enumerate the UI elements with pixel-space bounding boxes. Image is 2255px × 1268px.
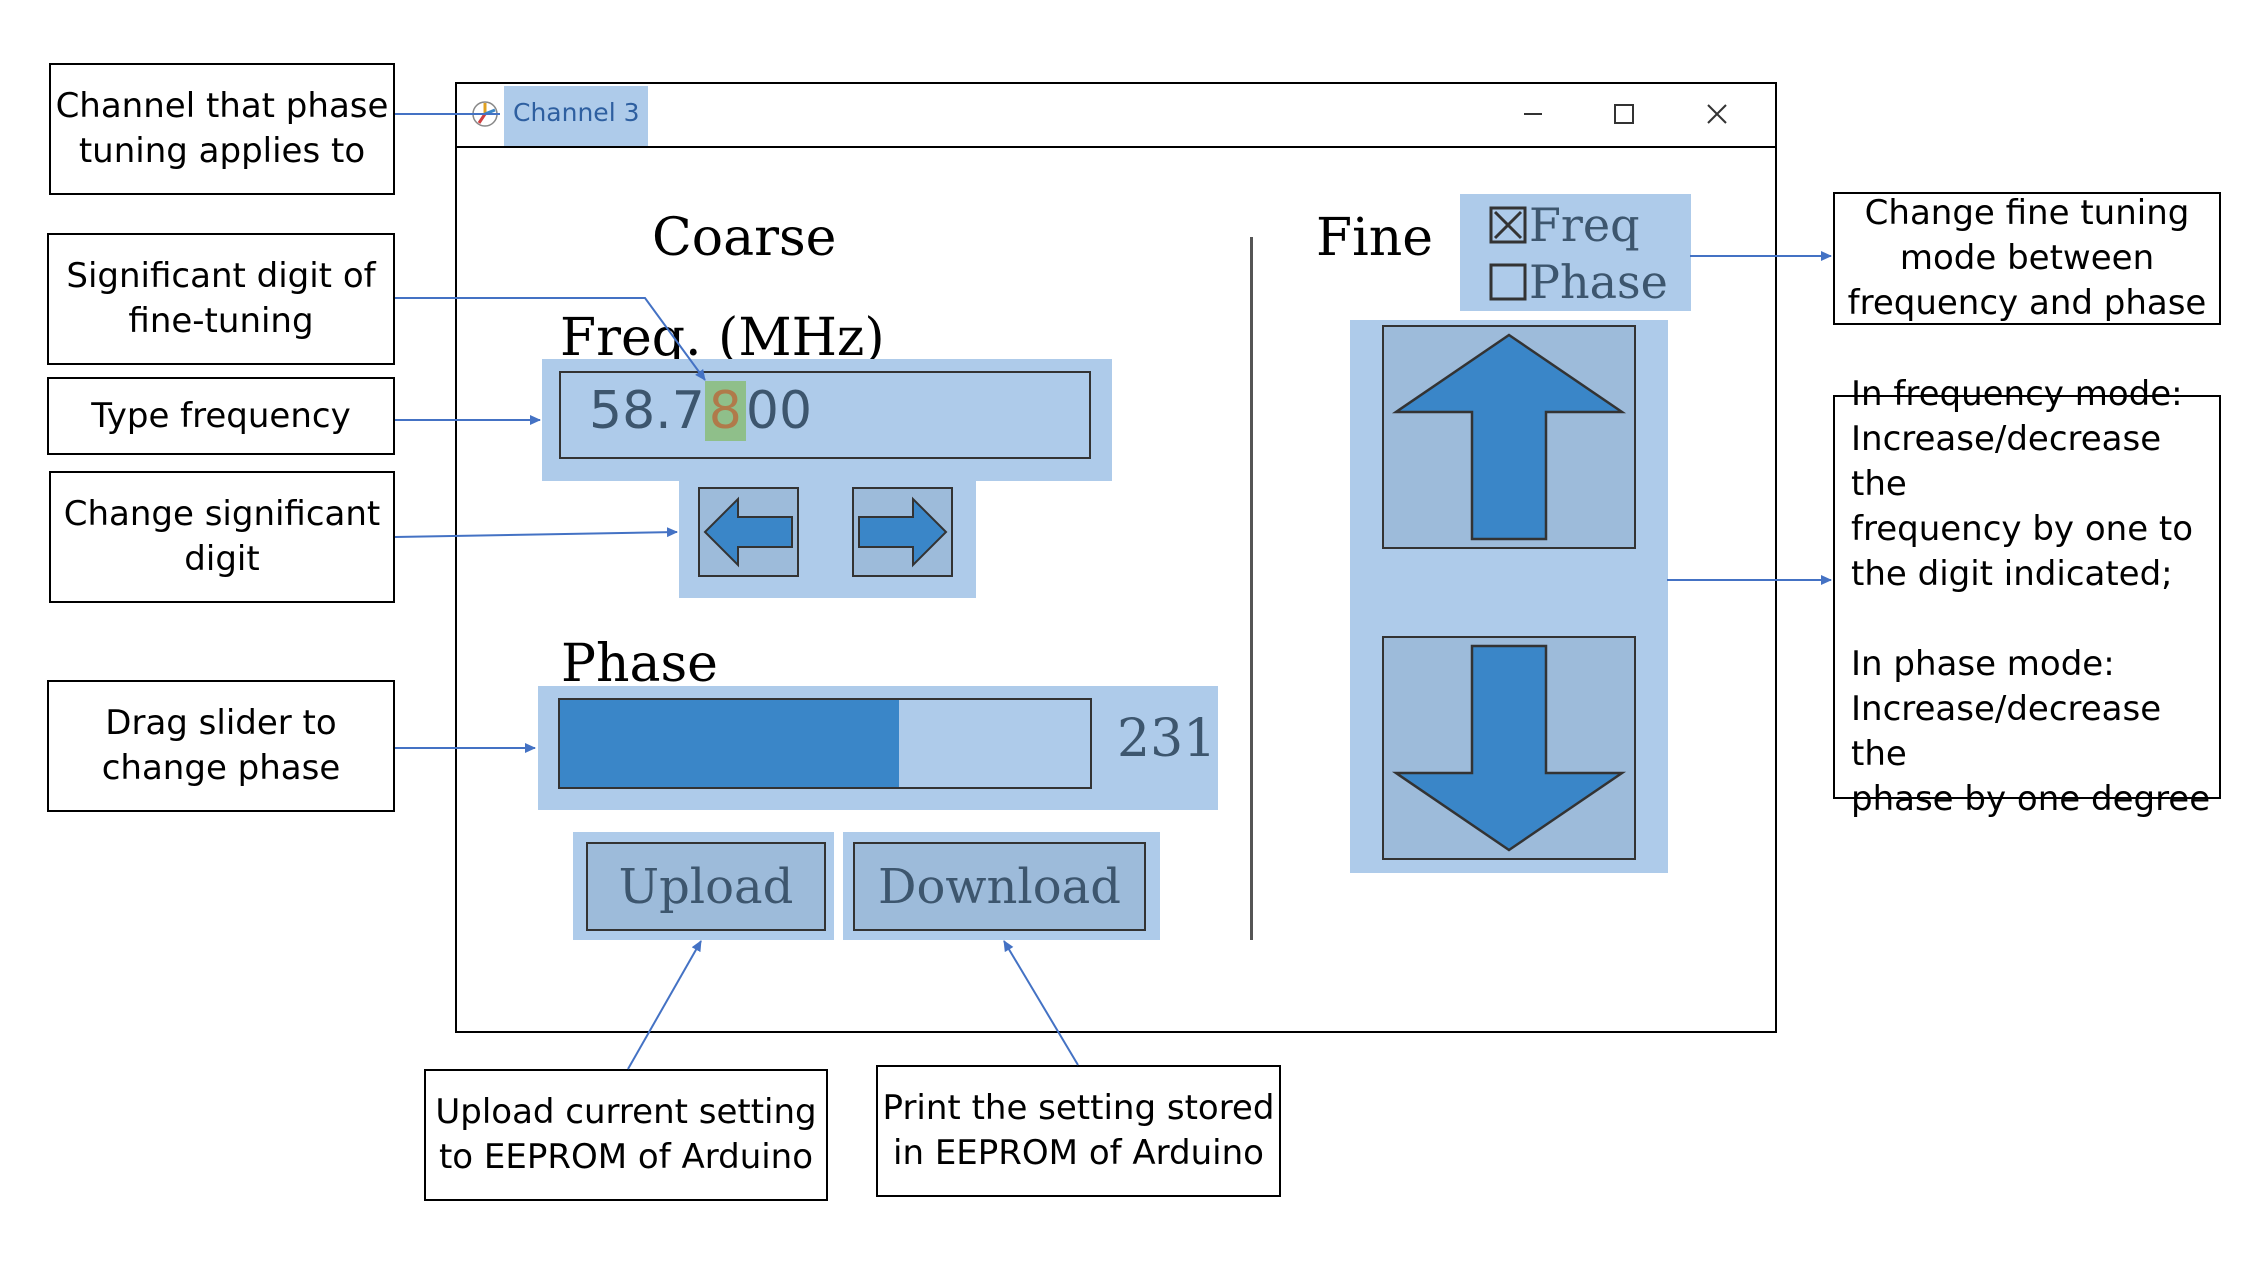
fine-mode-phase[interactable]: Phase [1489, 254, 1668, 309]
callout-fine-description: In frequency mode: Increase/decrease the… [1833, 374, 2221, 819]
freq-value-suffix: 00 [745, 381, 813, 441]
arrow-down-icon [1391, 644, 1627, 852]
checkbox-checked-icon [1489, 206, 1527, 243]
coarse-heading: Coarse [652, 208, 837, 268]
callout-change-digit: Change significant digit [49, 471, 395, 603]
callout-upload: Upload current setting to EEPROM of Ardu… [424, 1069, 828, 1201]
fine-mode-freq-label: Freq [1529, 197, 1640, 252]
callout-significant-digit: Significant digit of fine-tuning [47, 233, 395, 365]
arrow-left-icon [703, 496, 793, 568]
freq-significant-digit: 8 [704, 381, 746, 441]
callout-change-digit-text: Change significant digit [63, 494, 381, 579]
connector-change-digit [394, 527, 678, 538]
maximize-button[interactable] [1604, 94, 1644, 134]
connector-download [1003, 940, 1079, 1066]
freq-value: 58.7800 [589, 381, 812, 441]
digit-left-button[interactable] [698, 487, 799, 577]
callout-upload-text: Upload current setting to EEPROM of Ardu… [435, 1092, 817, 1177]
digit-right-button[interactable] [852, 487, 953, 577]
section-divider [1250, 237, 1253, 940]
close-icon [1707, 104, 1727, 124]
callout-significant-digit-text: Significant digit of fine-tuning [66, 256, 376, 341]
freq-input[interactable]: 58.7800 [559, 371, 1091, 459]
arrow-right-icon [858, 496, 948, 568]
callout-channel: Channel that phase tuning applies to [49, 63, 395, 195]
minimize-button[interactable] [1513, 94, 1553, 134]
fine-up-button[interactable] [1382, 325, 1636, 549]
upload-button[interactable]: Upload [586, 842, 826, 931]
connector-upload [627, 940, 702, 1070]
callout-download: Print the setting stored in EEPROM of Ar… [876, 1065, 1281, 1197]
callout-fine-description-text: In frequency mode: Increase/decrease the… [1851, 374, 2211, 819]
fine-mode-phase-label: Phase [1529, 254, 1668, 309]
callout-fine-mode: Change fine tuning mode between frequenc… [1833, 192, 2221, 325]
freq-label: Freq. (MHz) [560, 308, 885, 368]
callout-drag-slider-text: Drag slider to change phase [101, 703, 341, 788]
phase-value: 231 [1117, 709, 1217, 769]
callout-download-text: Print the setting stored in EEPROM of Ar… [882, 1088, 1275, 1173]
fine-heading: Fine [1316, 208, 1433, 268]
fine-mode-freq[interactable]: Freq [1489, 197, 1640, 252]
download-button-label: Download [878, 858, 1121, 915]
channel-window: Channel 3 Coarse Freq. (MHz) 58.7800 Pha… [455, 82, 1777, 1033]
title-highlight [504, 86, 648, 146]
arrow-up-icon [1391, 333, 1627, 541]
callout-type-frequency-text: Type frequency [91, 395, 351, 436]
download-button[interactable]: Download [853, 842, 1146, 931]
window-title: Channel 3 [513, 98, 640, 127]
close-button[interactable] [1697, 94, 1737, 134]
maximize-icon [1614, 104, 1634, 124]
phase-label: Phase [561, 634, 718, 694]
phase-slider-fill [560, 700, 900, 787]
checkbox-unchecked-icon [1489, 263, 1527, 300]
connector-significant-digit [395, 297, 706, 381]
callout-channel-text: Channel that phase tuning applies to [55, 86, 389, 171]
title-bar: Channel 3 [457, 84, 1775, 148]
phase-slider[interactable] [558, 698, 1092, 789]
callout-fine-mode-text: Change fine tuning mode between frequenc… [1847, 193, 2207, 323]
fine-down-button[interactable] [1382, 636, 1636, 860]
callout-type-frequency: Type frequency [47, 377, 395, 455]
upload-button-label: Upload [618, 858, 794, 915]
minimize-icon [1524, 113, 1542, 115]
callout-drag-slider: Drag slider to change phase [47, 680, 395, 812]
freq-value-prefix: 58.7 [589, 381, 705, 441]
